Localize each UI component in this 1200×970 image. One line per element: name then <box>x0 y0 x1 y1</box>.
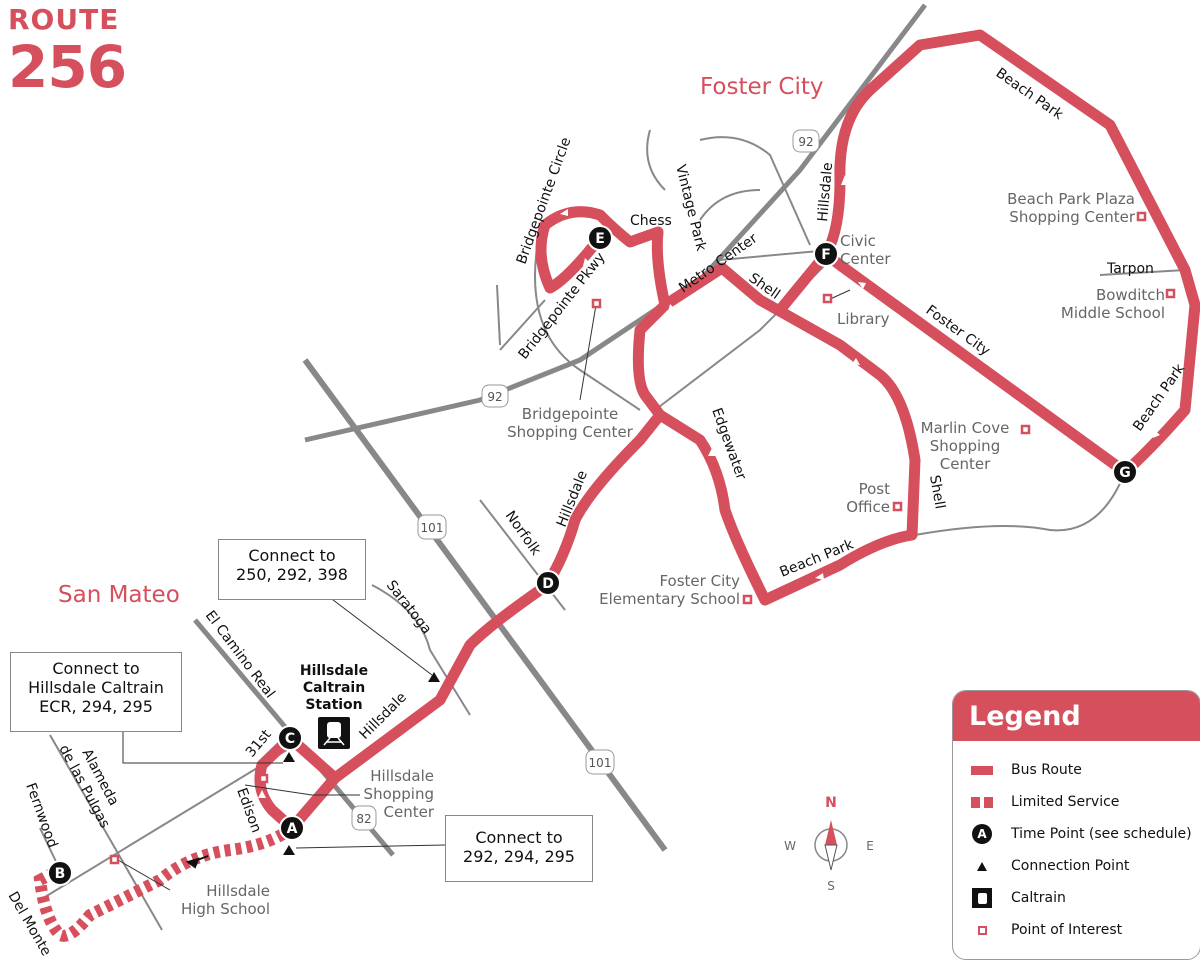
caltrain-icon <box>972 888 992 908</box>
highway-82-shield: 82 <box>356 812 371 826</box>
poi-library: Library <box>837 310 890 328</box>
highway-92-shield: 92 <box>798 135 813 149</box>
svg-text:A: A <box>287 821 298 837</box>
connection-point-icon <box>428 672 440 682</box>
callout-text: Connect to 250, 292, 398 <box>236 546 348 584</box>
legend-limited-service: Limited Service <box>953 791 1119 813</box>
time-point-b: B <box>47 860 73 886</box>
highway-92-shield: 92 <box>487 390 502 404</box>
direction-arrows <box>258 175 1160 798</box>
connection-point-icon <box>977 861 987 871</box>
time-point-icon: A <box>972 824 992 844</box>
svg-text:G: G <box>1119 465 1131 481</box>
street-label: Norfolk <box>502 508 544 559</box>
street-label: Tarpon <box>1106 261 1154 277</box>
legend: Legend Bus Route Limited Service A Time P… <box>952 690 1200 960</box>
arrow-icon <box>668 304 676 312</box>
arrow-icon <box>560 209 568 216</box>
poi-civic-center: Civic Center <box>840 232 891 268</box>
arrow-icon <box>708 448 716 456</box>
poi-bridgepointe-sc: Bridgepointe Shopping Center <box>507 405 633 441</box>
connection-point-icon <box>283 752 295 762</box>
arrow-icon <box>1153 430 1160 438</box>
legend-label: Connection Point <box>1011 858 1130 874</box>
street-label: Vintage Park <box>672 163 709 253</box>
highway-101-shield: 101 <box>589 756 612 770</box>
highway-92 <box>304 3 927 443</box>
svg-text:D: D <box>542 576 554 592</box>
svg-text:F: F <box>821 247 831 263</box>
bus-route-swatch <box>971 765 993 775</box>
poi-beach-park-plaza: Beach Park Plaza Shopping Center <box>1007 190 1135 226</box>
callout-connect-a: Connect to 292, 294, 295 <box>445 815 593 882</box>
legend-bus-route: Bus Route <box>953 759 1082 781</box>
street-label: Hillsdale <box>815 162 836 223</box>
arrow-icon <box>852 358 860 365</box>
arrow-icon <box>583 258 591 266</box>
callout-text: Connect to 292, 294, 295 <box>463 828 575 866</box>
street-label: Fernwood <box>22 781 60 850</box>
legend-label: Time Point (see schedule) <box>1011 826 1192 842</box>
poi-foster-elementary: Foster City Elementary School <box>599 572 740 608</box>
legend-title: Legend <box>953 691 1200 741</box>
highway-101-shield: 101 <box>421 521 444 535</box>
poi-markers <box>109 211 1176 865</box>
svg-text:E: E <box>595 231 605 247</box>
route-number: 256 <box>8 33 127 101</box>
callout-connect-d: Connect to 250, 292, 398 <box>218 539 366 600</box>
callout-leaders <box>117 289 851 891</box>
time-point-g: G <box>1112 459 1138 485</box>
route-label: ROUTE <box>8 3 120 36</box>
poi-hillsdale-sc: Hillsdale Shopping Center <box>363 767 434 821</box>
time-point-e: E <box>587 225 613 251</box>
compass-e: E <box>866 839 874 853</box>
poi-bowditch: Bowditch Middle School <box>1060 286 1165 322</box>
arrow-icon <box>858 282 866 289</box>
callout-text: Connect to Hillsdale Caltrain ECR, 294, … <box>28 659 164 716</box>
svg-text:C: C <box>285 731 295 747</box>
legend-connection-point: Connection Point <box>953 855 1129 877</box>
legend-label: Bus Route <box>1011 762 1082 778</box>
time-point-a: A <box>279 815 305 841</box>
legend-time-point: A Time Point (see schedule) <box>953 823 1192 845</box>
arrow-icon <box>185 855 209 869</box>
poi-hillsdale-hs: Hillsdale High School <box>180 882 270 918</box>
compass-icon: N S E W <box>784 795 874 893</box>
svg-text:B: B <box>55 866 66 882</box>
connection-points <box>283 672 440 855</box>
limited-service-swatch <box>971 796 993 808</box>
legend-label: Point of Interest <box>1011 922 1123 938</box>
arrow-icon <box>841 175 849 185</box>
compass-n: N <box>825 795 837 811</box>
callout-connect-c: Connect to Hillsdale Caltrain ECR, 294, … <box>10 652 182 732</box>
poi-post-office: Post Office <box>846 480 890 516</box>
poi-marlin-cove: Marlin Cove Shopping Center <box>920 419 1010 473</box>
street-label: El Camino Real <box>202 608 278 702</box>
caltrain-icon <box>318 717 350 749</box>
time-point-d: D <box>535 570 561 596</box>
limited-service-route <box>33 823 296 942</box>
arrow-icon <box>815 573 824 580</box>
street-label: Saratoga <box>383 578 435 638</box>
legend-caltrain: Caltrain <box>953 887 1066 909</box>
time-point-c: C <box>277 725 303 751</box>
route-title: ROUTE 256 <box>8 3 127 101</box>
legend-point-of-interest: Point of Interest <box>953 919 1122 941</box>
connection-point-icon <box>283 845 295 855</box>
legend-label: Caltrain <box>1011 890 1066 906</box>
arrow-icon <box>258 790 266 798</box>
city-label-foster-city: Foster City <box>700 74 824 100</box>
street-label: Shell <box>926 474 948 510</box>
compass-s: S <box>827 879 835 893</box>
time-point-f: F <box>813 241 839 267</box>
legend-label: Limited Service <box>1011 794 1120 810</box>
time-points: A B C D E F G <box>47 225 1138 886</box>
street-label: Chess <box>630 213 672 229</box>
point-of-interest-icon <box>977 925 987 935</box>
highway-shields: 92 92 101 101 82 <box>351 129 820 831</box>
city-label-san-mateo: San Mateo <box>58 582 180 608</box>
compass-w: W <box>784 839 796 853</box>
caltrain-station-label: Hillsdale Caltrain Station <box>299 663 369 713</box>
